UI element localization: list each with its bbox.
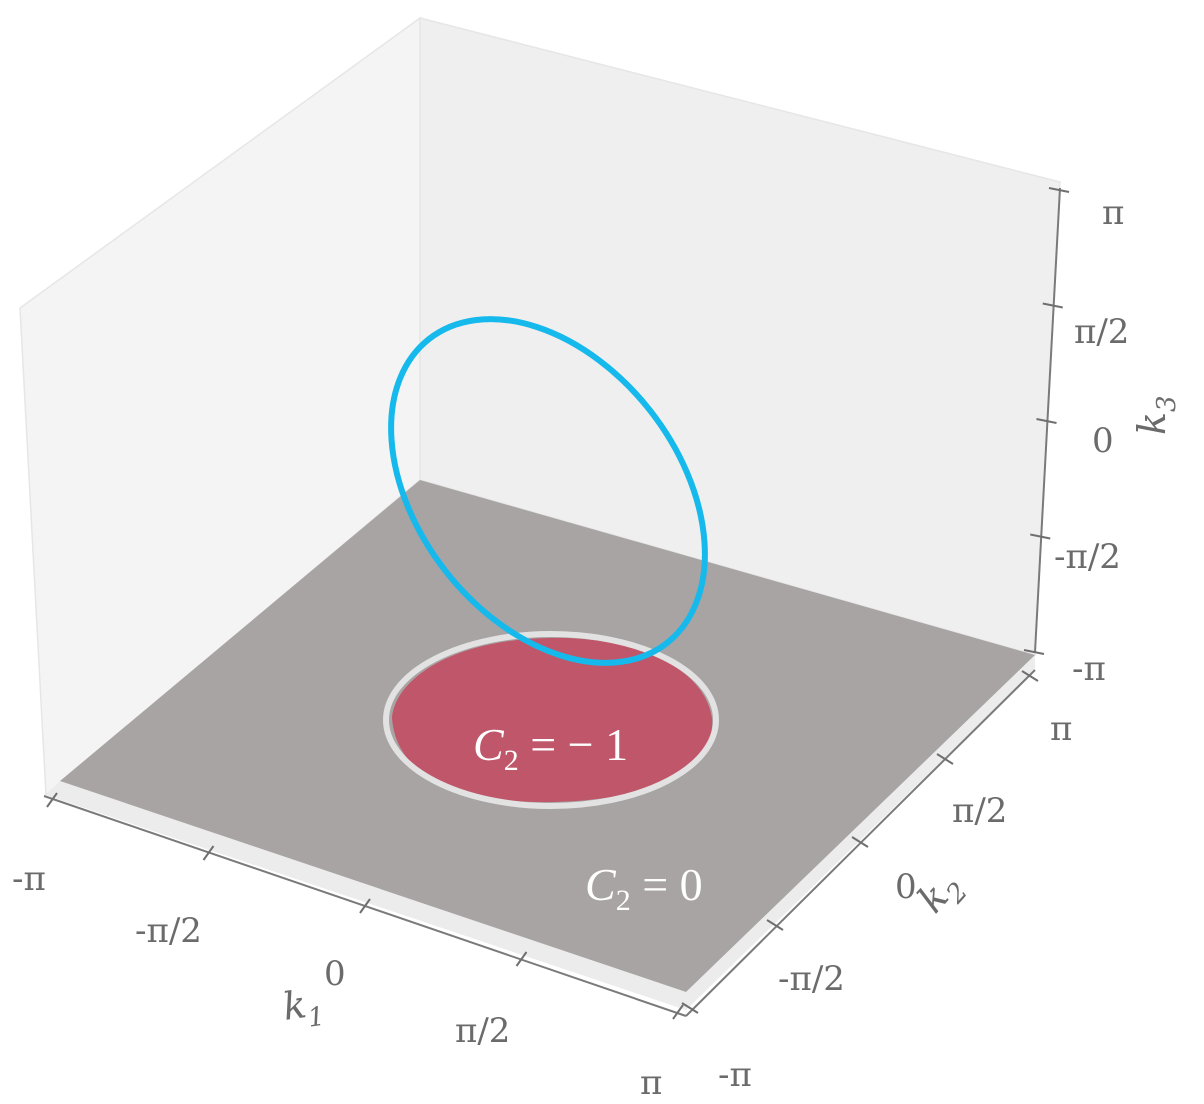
region-label-c2-minus-one: C2 = − 1: [473, 719, 628, 777]
z-tick-label: π/2: [1074, 312, 1129, 352]
z-tick-mark: [1042, 302, 1063, 309]
x-ticks: [46, 792, 684, 1020]
floor-right-edge: [686, 655, 1035, 1010]
x-tick-label: π/2: [455, 1011, 510, 1051]
x-tick-mark: [515, 951, 528, 967]
z-tick-label: π: [1102, 193, 1124, 233]
region-label-c2-zero: C2 = 0: [585, 859, 703, 917]
y-ticks: [681, 670, 1039, 1014]
region-c2-minus-one: [392, 637, 713, 803]
nodal-loop-curve: [388, 316, 708, 666]
x-tick-label: π: [640, 1063, 662, 1103]
y-tick-mark: [1021, 670, 1039, 682]
y-tick-mark: [936, 753, 954, 765]
z-ticks: [1023, 187, 1070, 655]
x-tick-label: 0: [324, 954, 346, 994]
y-tick-label: π/2: [952, 791, 1007, 831]
x-tick-label: -π/2: [135, 911, 202, 951]
boundary-ring: [383, 631, 719, 809]
z-axis-line: [1034, 187, 1061, 653]
y-tick-label: -π: [718, 1055, 752, 1095]
z-tick-mark: [1048, 187, 1070, 193]
y-tick-mark: [681, 1002, 699, 1014]
y-tick-mark: [851, 836, 869, 848]
x-tick-mark: [672, 1004, 684, 1020]
z-tick-label: 0: [1092, 421, 1114, 461]
z-tick-mark: [1030, 533, 1051, 540]
y-tick-label: π: [1050, 709, 1072, 749]
z-tick-label: -π/2: [1054, 537, 1121, 577]
z-tick-label: -π: [1072, 649, 1106, 689]
x-tick-mark: [202, 845, 215, 861]
y-axis-label: k2: [909, 862, 974, 926]
z-tick-mark: [1023, 649, 1045, 655]
y-tick-label: 0: [895, 867, 917, 907]
z-axis-label: k3: [1130, 395, 1182, 435]
x-tick-mark: [359, 898, 371, 914]
y-tick-mark: [766, 919, 784, 931]
x-axis-label: k1: [280, 980, 326, 1037]
y-tick-label: -π/2: [778, 959, 845, 999]
x-tick-mark: [46, 792, 58, 808]
z-tick-mark: [1036, 418, 1057, 424]
x-tick-label: -π: [12, 859, 46, 899]
